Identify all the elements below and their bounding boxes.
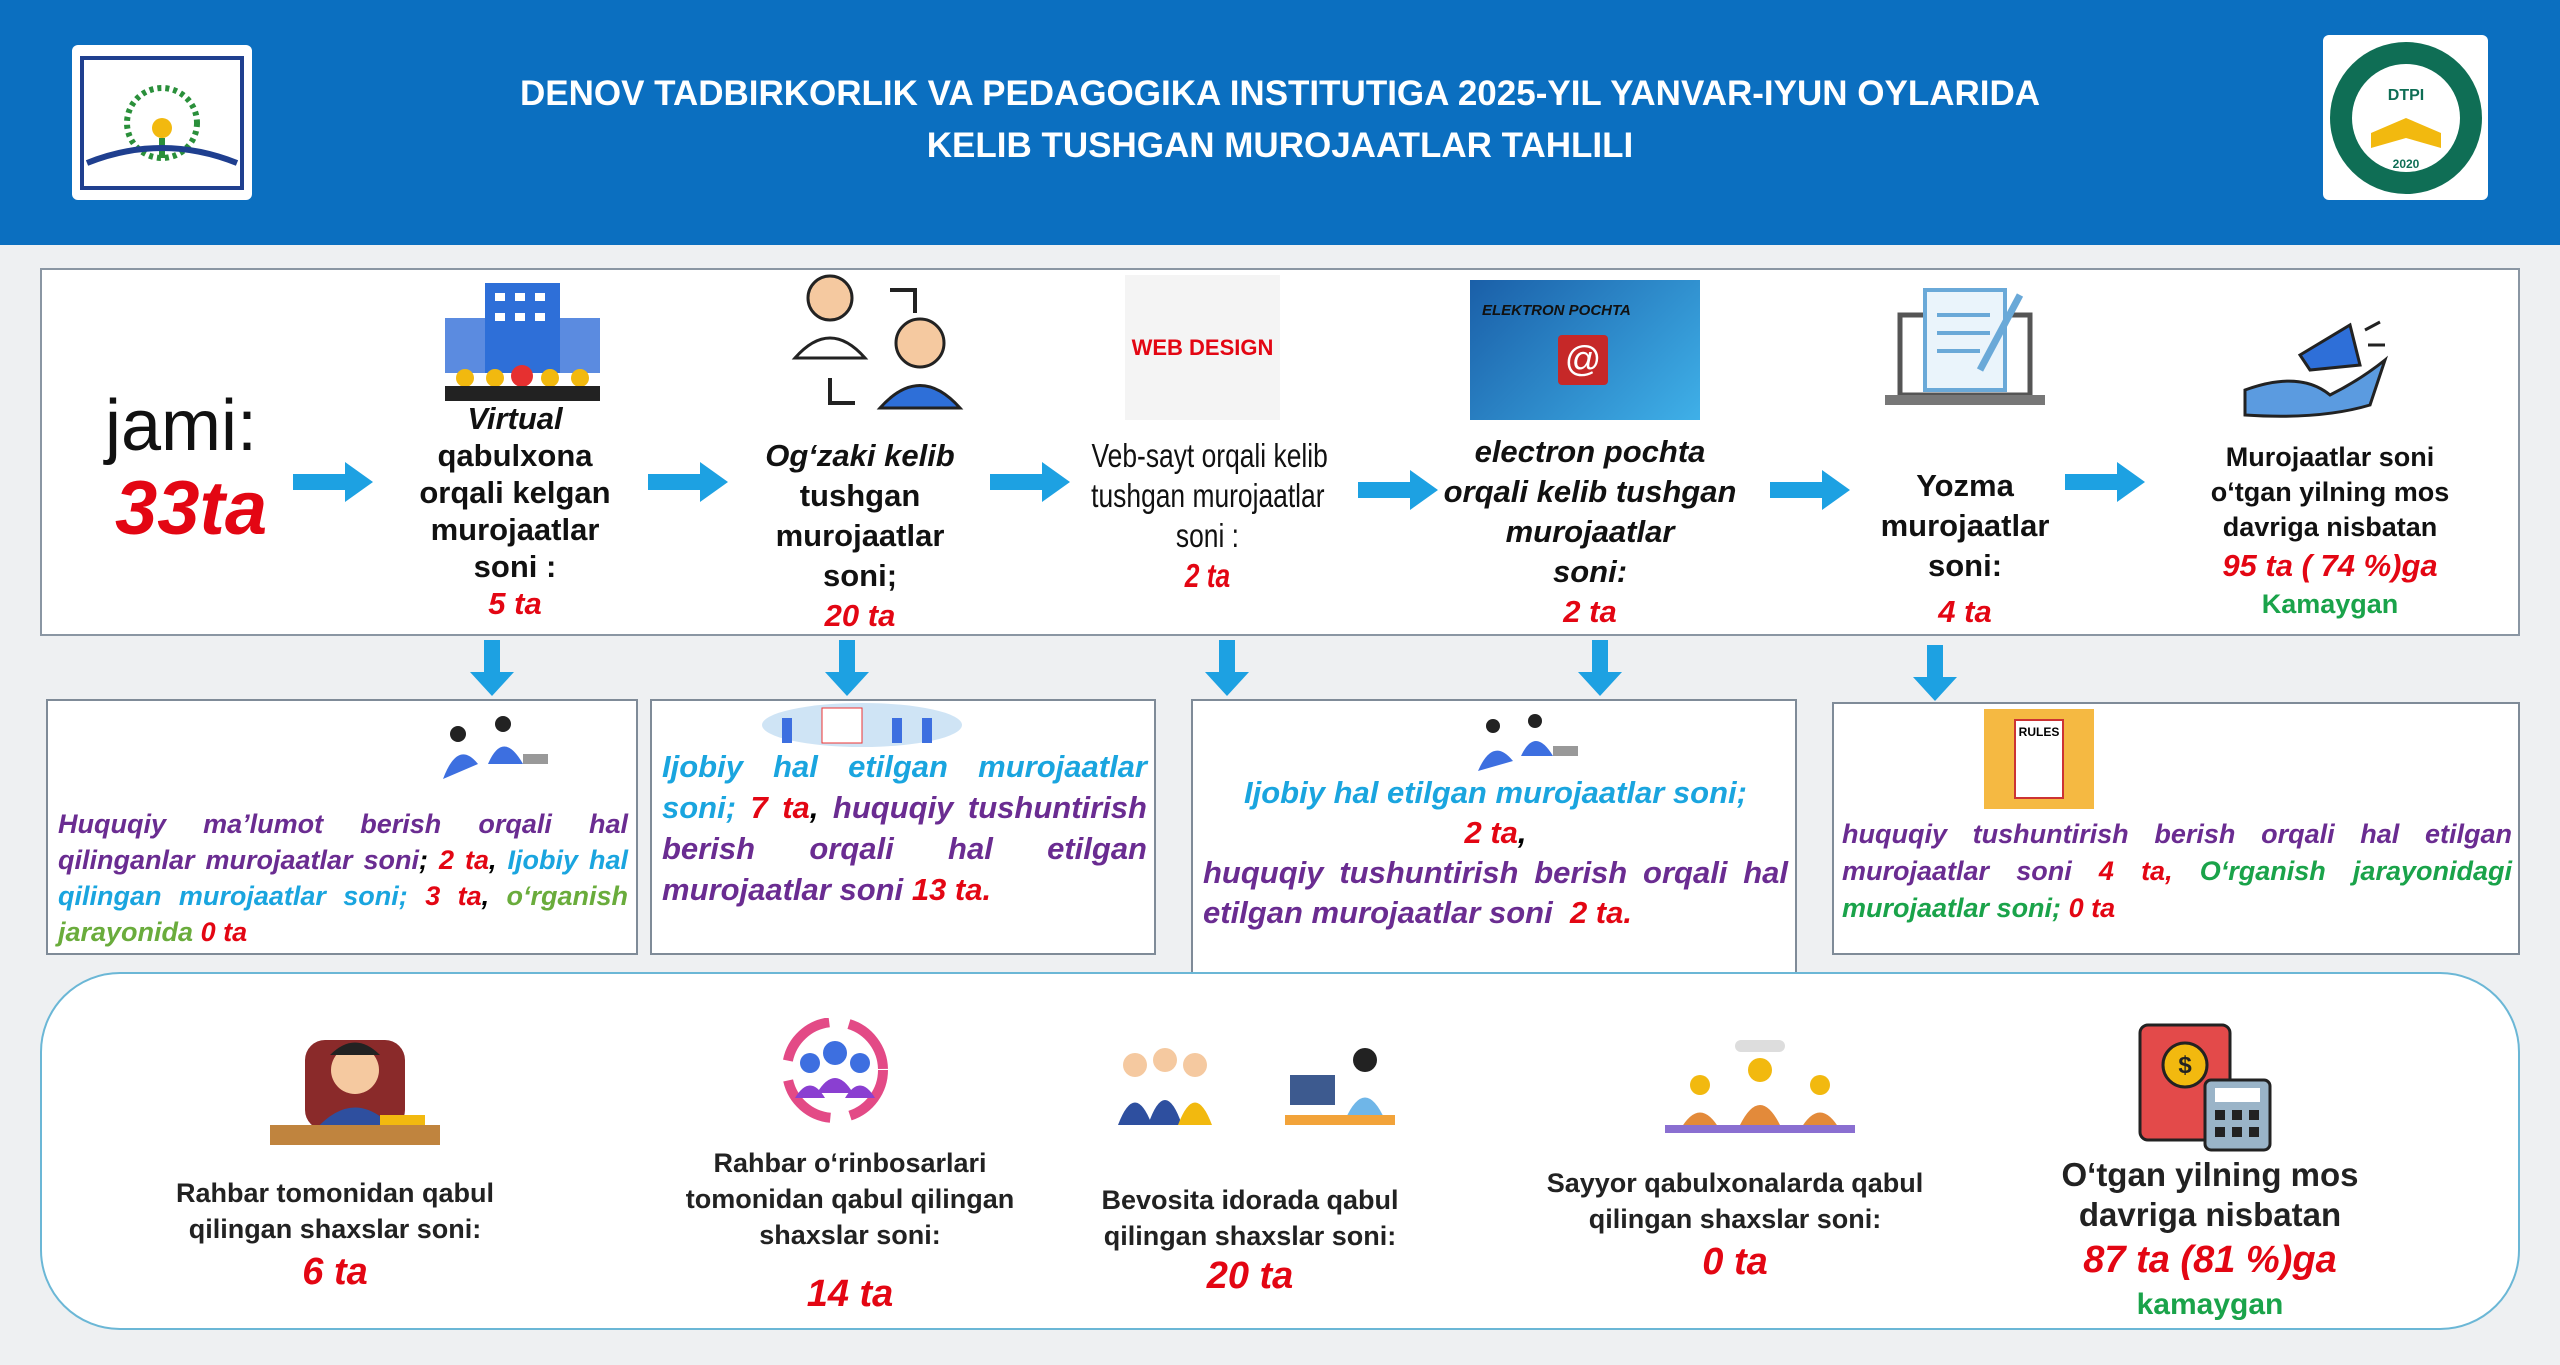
detail-virtual: Huquqiy ma’lumot berish orqali hal qilin… (46, 699, 638, 955)
building-icon (445, 283, 600, 401)
arrow-down-icon (825, 640, 869, 696)
page-title: DENOV TADBIRKORLIK VA PEDAGOGIKA INSTITU… (519, 74, 2041, 165)
web-design-icon: WEB DESIGN (1125, 275, 1280, 420)
dtpi-logo: DTPI 2020 (2323, 35, 2488, 200)
detail-website-email: Ijobiy hal etilgan murojaatlar soni; 2 t… (1191, 699, 1797, 980)
arrow-right-icon (2065, 462, 2145, 502)
detail-oral: Ijobiy hal etilgan murojaatlar soni; 7 t… (650, 699, 1156, 955)
email-icon: ELEKTRON POCHTA@ (1470, 280, 1700, 420)
arrow-right-icon (293, 462, 373, 502)
total-label: jami: (105, 386, 258, 466)
detail-written: RULES huquqiy tushuntirish berish orqali… (1832, 702, 2520, 955)
arrow-right-icon (990, 462, 1070, 502)
arrow-down-icon (1205, 640, 1249, 696)
ministry-logo (72, 45, 252, 200)
arrow-right-icon (648, 462, 728, 502)
megaphone-hand-icon (2243, 320, 2389, 418)
arrow-right-icon (1358, 470, 1438, 510)
svg-text:$: $ (2178, 1052, 2192, 1079)
reception-panel (40, 972, 2520, 1330)
people-exchange-icon (791, 274, 964, 410)
svg-text:2020: 2020 (2392, 157, 2419, 171)
budget-calculator-icon: $ (2138, 1023, 2272, 1152)
reception-remote: Sayyor qabulxonalarda qabul qilingan sha… (1546, 1168, 1924, 1283)
arrow-right-icon (1770, 470, 1850, 510)
reception-office: Bevosita idorada qabul qilingan shaxslar… (1101, 1185, 1399, 1297)
handshake-illustration-icon (762, 703, 962, 747)
rules-illustration-icon: RULES (1984, 709, 2094, 809)
consultation-illustration-icon (1478, 714, 1578, 771)
reception-deputies: Rahbar o‘rinbosarlari tomonidan qabul qi… (685, 1148, 1015, 1315)
header-banner (0, 0, 2560, 245)
manager-icon (270, 1040, 440, 1145)
remote-reception-icon (1665, 1040, 1855, 1133)
arrow-down-icon (1913, 645, 1957, 701)
channel-website: Veb-sayt orqali kelib tushgan murojaatla… (1091, 437, 1328, 594)
document-laptop-icon (1885, 288, 2045, 405)
team-circle-icon (782, 1018, 888, 1123)
reception-manager: Rahbar tomonidan qabul qilingan shaxslar… (175, 1178, 494, 1293)
office-reception-icon (1118, 1048, 1395, 1125)
svg-text:DTPI: DTPI (2387, 87, 2423, 104)
total-value: 33ta (115, 466, 268, 551)
arrow-down-icon (1578, 640, 1622, 696)
consultation-illustration-icon (443, 716, 548, 779)
arrow-down-icon (470, 640, 514, 696)
